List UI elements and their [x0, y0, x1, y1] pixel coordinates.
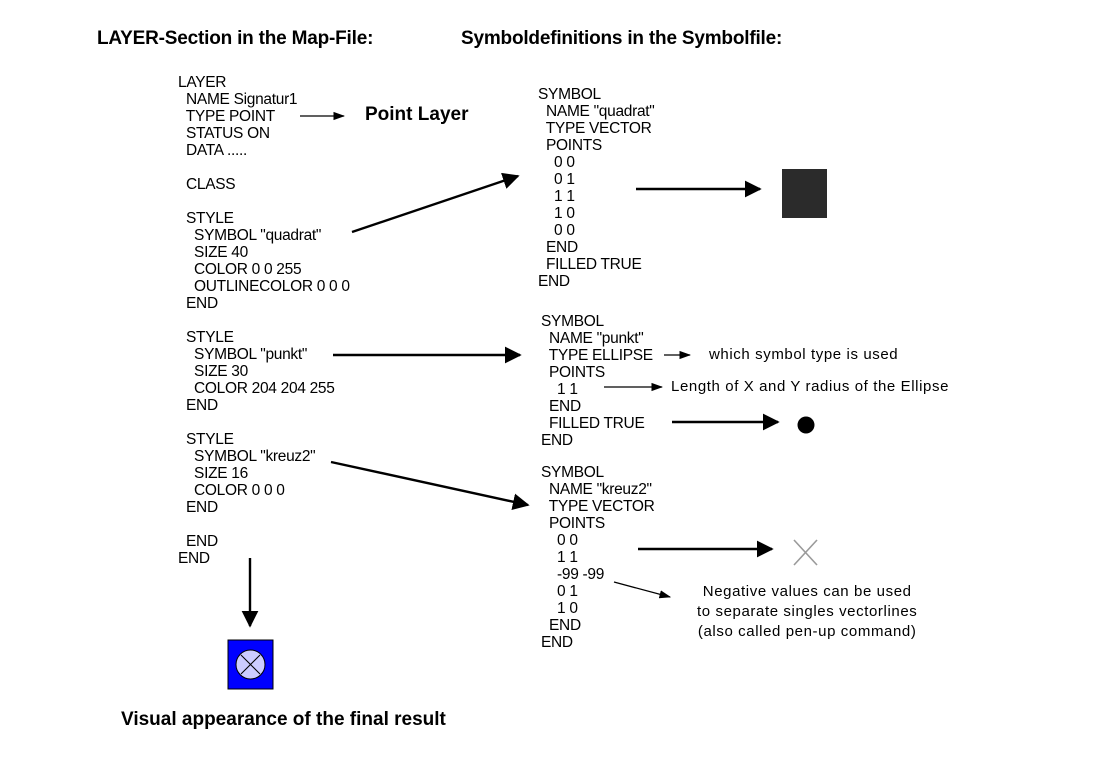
final-result-symbol [227, 639, 274, 690]
symbol-kreuz2-line: 1 1 [541, 549, 578, 566]
negative-note-line-3: (also called pen-up command) [697, 623, 917, 640]
layer-code-line: STYLE [178, 329, 234, 346]
symbol-punkt-line: END [541, 432, 573, 449]
layer-code-line: SYMBOL "kreuz2" [178, 448, 316, 465]
symbol-kreuz2-line: END [541, 617, 581, 634]
layer-code-line: END [178, 550, 210, 567]
symbol-kreuz2-line: SYMBOL [541, 464, 604, 481]
arrow-quadrat-ref [351, 172, 520, 234]
symbol-type-note: which symbol type is used [709, 346, 899, 363]
symbol-quadrat-line: POINTS [538, 137, 602, 154]
symbol-kreuz2-line: 0 0 [541, 532, 578, 549]
dot-symbol-preview [797, 416, 815, 434]
final-result-caption: Visual appearance of the final result [121, 709, 446, 730]
layer-code-line: DATA ..... [178, 142, 248, 159]
symbol-quadrat-line: 0 0 [538, 222, 575, 239]
symbol-punkt-line: FILLED TRUE [541, 415, 645, 432]
symbol-quadrat-line: 1 1 [538, 188, 575, 205]
symbol-kreuz2-line: 0 1 [541, 583, 578, 600]
symbol-kreuz2-line: 1 0 [541, 600, 578, 617]
symbol-punkt-line: POINTS [541, 364, 605, 381]
layer-code-line: SYMBOL "punkt" [178, 346, 308, 363]
symbol-quadrat-code: SYMBOL NAME "quadrat" TYPE VECTOR POINTS… [538, 86, 655, 290]
symbol-punkt-line: 1 1 [541, 381, 578, 398]
symbol-punkt-line: SYMBOL [541, 313, 604, 330]
layer-code-line: STYLE [178, 210, 234, 227]
layer-code-line: SYMBOL "quadrat" [178, 227, 322, 244]
layer-code-line: END [178, 397, 218, 414]
layer-code-line: END [178, 499, 218, 516]
negative-note-line-2: to separate singles vectorlines [697, 603, 918, 620]
layer-section-heading: LAYER-Section in the Map-File: [97, 28, 374, 49]
symbol-kreuz2-line: -99 -99 [541, 566, 605, 583]
symbol-punkt-code: SYMBOL NAME "punkt" TYPE ELLIPSE POINTS … [541, 313, 653, 449]
layer-code-line: STATUS ON [178, 125, 270, 142]
layer-code-line: END [178, 533, 218, 550]
layer-code-line: OUTLINECOLOR 0 0 0 [178, 278, 350, 295]
symbol-punkt-line: NAME "punkt" [541, 330, 644, 347]
symbol-kreuz2-line: NAME "kreuz2" [541, 481, 652, 498]
symbol-quadrat-line: NAME "quadrat" [538, 103, 655, 120]
negative-values-note: Negative values can be used to separate … [697, 582, 917, 642]
symbol-kreuz2-line: END [541, 634, 573, 651]
symbol-kreuz2-line: POINTS [541, 515, 605, 532]
arrow-kreuz2-ref [330, 460, 530, 510]
layer-code-line: COLOR 0 0 0 [178, 482, 285, 499]
symbol-quadrat-line: FILLED TRUE [538, 256, 642, 273]
symbol-punkt-line: TYPE ELLIPSE [541, 347, 653, 364]
radius-note: Length of X and Y radius of the Ellipse [671, 378, 950, 395]
symbol-quadrat-line: 1 0 [538, 205, 575, 222]
layer-code-line: END [178, 295, 218, 312]
cross-symbol-preview [793, 539, 818, 566]
layer-code-line: TYPE POINT [178, 108, 275, 125]
symbol-quadrat-line: TYPE VECTOR [538, 120, 652, 137]
layer-code-line: SIZE 16 [178, 465, 248, 482]
arrow-negative-note [613, 581, 672, 599]
layer-code-line: SIZE 30 [178, 363, 248, 380]
layer-code-line: LAYER [178, 74, 227, 91]
point-layer-label: Point Layer [365, 104, 469, 125]
symbol-definitions-heading: Symboldefinitions in the Symbolfile: [461, 28, 783, 49]
symbol-kreuz2-line: TYPE VECTOR [541, 498, 655, 515]
symbol-kreuz2-code: SYMBOL NAME "kreuz2" TYPE VECTOR POINTS … [541, 464, 655, 651]
layer-code-line: COLOR 204 204 255 [178, 380, 335, 397]
square-symbol-preview [782, 169, 827, 218]
symbol-quadrat-line: 0 0 [538, 154, 575, 171]
layer-code-line: NAME Signatur1 [178, 91, 298, 108]
layer-code-line: STYLE [178, 431, 234, 448]
layer-code-line: SIZE 40 [178, 244, 248, 261]
layer-code-line: COLOR 0 0 255 [178, 261, 302, 278]
negative-note-line-1: Negative values can be used [702, 583, 912, 600]
symbol-quadrat-line: SYMBOL [538, 86, 601, 103]
symbol-quadrat-line: END [538, 239, 578, 256]
layer-code-line: CLASS [178, 176, 236, 193]
symbol-punkt-line: END [541, 398, 581, 415]
symbol-quadrat-line: END [538, 273, 570, 290]
layer-code-block: LAYER NAME Signatur1 TYPE POINT STATUS O… [178, 74, 350, 567]
symbol-quadrat-line: 0 1 [538, 171, 575, 188]
